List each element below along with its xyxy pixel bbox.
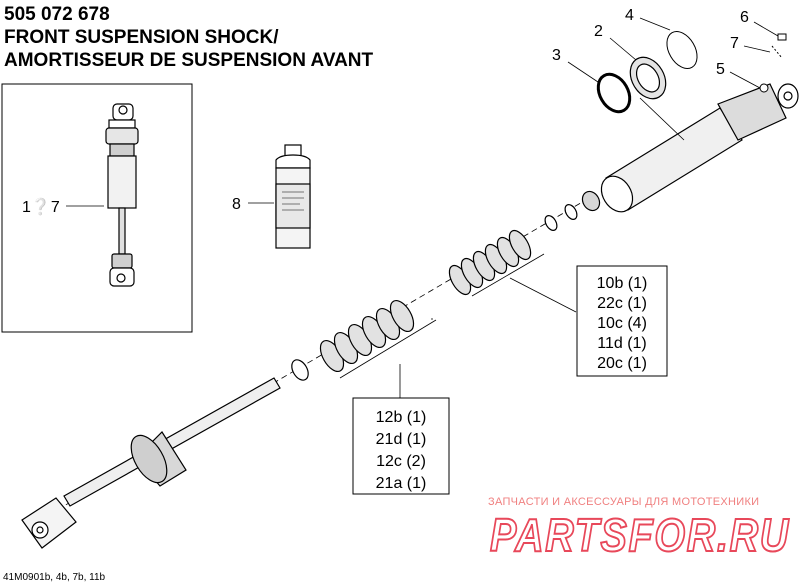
part-number: 505 072 678 — [4, 4, 110, 25]
leader-lines-top — [567, 17, 779, 141]
watermark-logo-text: PARTSFOR.RU — [490, 509, 790, 561]
callout-4: 4 — [625, 7, 634, 24]
washer-drawing — [291, 359, 309, 381]
kit-upper-line: 10b (1) — [597, 275, 648, 292]
kit-lower-line: 21a (1) — [376, 475, 427, 492]
callout-5: 5 — [716, 61, 725, 78]
kit-lower-box — [352, 397, 450, 495]
kit-upper-line: 20c (1) — [597, 355, 647, 372]
assembly-inset-box — [1, 83, 193, 333]
o-ring-drawing — [596, 72, 632, 114]
kit-upper-line: 11d (1) — [597, 335, 647, 352]
kit-upper-box — [576, 265, 668, 377]
washers-nut-drawing — [544, 190, 601, 231]
callout-7: 7 — [730, 35, 739, 52]
oil-bottle-drawing — [275, 144, 311, 249]
watermark-tagline: ЗАПЧАСТИ И АКСЕССУАРЫ ДЛЯ МОТОТЕХНИКИ — [488, 496, 760, 508]
shock-body-drawing — [600, 83, 799, 213]
title-french: AMORTISSEUR DE SUSPENSION AVANT — [4, 50, 374, 71]
kit-lower-line: 12c (2) — [376, 453, 426, 470]
callout-6: 6 — [740, 9, 749, 26]
callout-2: 2 — [594, 23, 603, 40]
kit-upper-line: 22c (1) — [597, 295, 647, 312]
assembly-axis — [39, 193, 597, 521]
shaft-assembly-drawing — [21, 377, 281, 549]
callout-8: 8 — [232, 196, 241, 213]
diagram-reference: 41M0901b, 4b, 7b, 11b — [3, 572, 106, 583]
seal-ring-drawing — [666, 31, 698, 69]
assembled-shock-drawing — [105, 103, 139, 287]
kit-brackets — [339, 253, 577, 398]
title-english: FRONT SUSPENSION SHOCK/ — [4, 27, 279, 48]
watermark-logo: PARTSFOR.RU — [489, 508, 790, 561]
lower-shim-stack-drawing — [319, 300, 415, 372]
callout-1-7: 1❔7 — [22, 197, 60, 216]
small-parts-drawing — [759, 33, 787, 93]
kit-upper-line: 10c (4) — [597, 315, 647, 332]
upper-shim-stack-drawing — [448, 229, 532, 296]
callout-3: 3 — [552, 47, 561, 64]
kit-lower-line: 12b (1) — [376, 409, 427, 426]
kit-lower-line: 21d (1) — [376, 431, 427, 448]
piston-seal-drawing — [629, 56, 667, 100]
